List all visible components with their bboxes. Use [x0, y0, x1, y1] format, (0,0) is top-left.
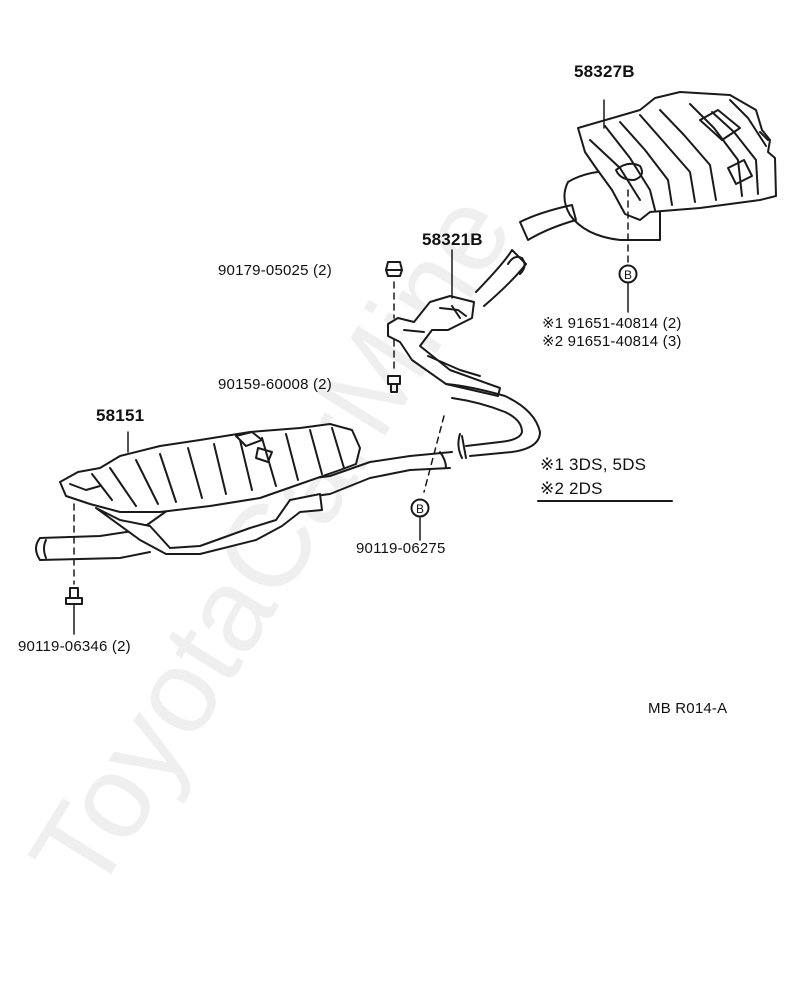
nut-icon — [385, 261, 403, 277]
circle-letter-b-icon: B — [416, 502, 424, 516]
leader-bolt-center — [423, 415, 445, 493]
circle-letter-b-icon: B — [624, 268, 632, 282]
front-heat-insulator — [59, 423, 361, 513]
label-rear-screw-1: ※1 91651-40814 (2) — [542, 315, 682, 332]
center-pipe — [445, 383, 541, 459]
note-1: ※1 3DS, 5DS — [540, 455, 647, 474]
center-bracket — [387, 295, 501, 397]
label-bolt-center: 90119-06275 — [356, 540, 446, 557]
bolt-upper-icon — [387, 375, 401, 393]
label-58321b: 58321B — [422, 230, 483, 249]
label-rear-screw-2: ※2 91651-40814 (3) — [542, 333, 682, 350]
label-bolt-upper: 90159-60008 (2) — [218, 376, 332, 393]
bolt-lower-icon — [65, 587, 83, 605]
label-nut: 90179-05025 (2) — [218, 262, 332, 279]
rear-heat-insulator — [519, 91, 777, 241]
label-58151: 58151 — [96, 406, 145, 425]
label-bolt-lower: 90119-06346 (2) — [18, 638, 131, 655]
note-2: ※2 2DS — [540, 479, 603, 498]
reference-code: MB R014-A — [648, 700, 728, 717]
tail-pipe-section — [475, 249, 527, 307]
marker-b-center: B — [410, 498, 430, 518]
front-muffler — [95, 493, 323, 555]
marker-b-rear: B — [618, 264, 638, 284]
label-58327b: 58327B — [574, 62, 635, 81]
